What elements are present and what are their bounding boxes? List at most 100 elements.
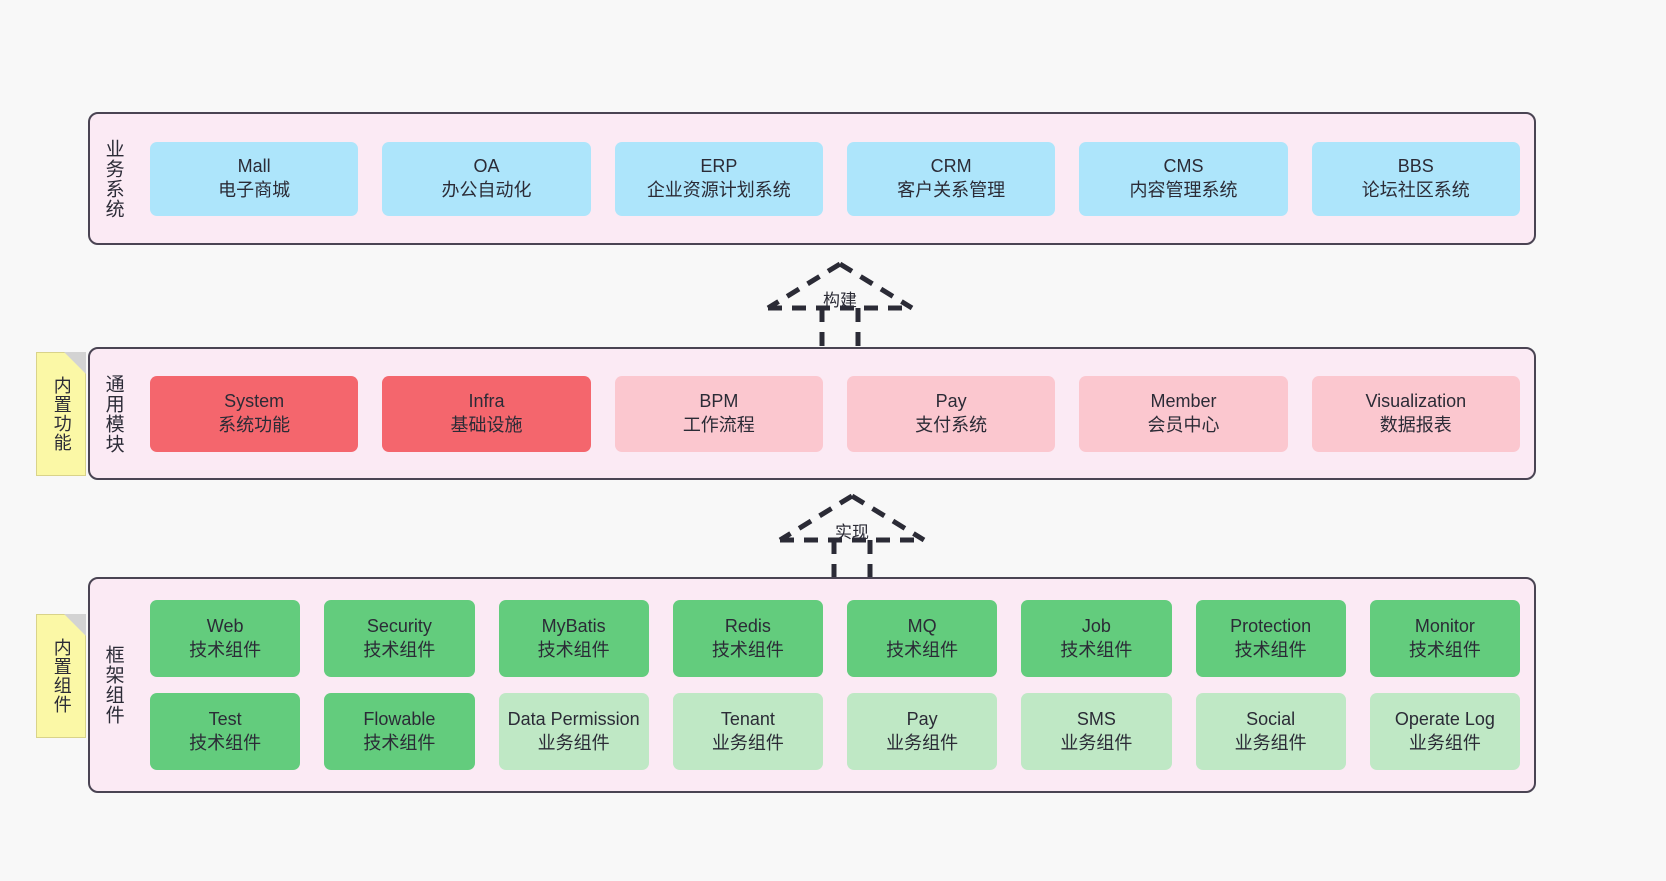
module-card-name: Job bbox=[1081, 615, 1111, 636]
module-card-subtitle: 业务组件 bbox=[1234, 732, 1307, 753]
module-card-name: Tenant bbox=[720, 708, 775, 729]
module-card-subtitle: 技术组件 bbox=[1060, 639, 1133, 660]
layer-body-business-systems: Mall 电子商城 OA 办公自动化 ERP 企业资源计划系统 CRM 客户关系… bbox=[136, 114, 1534, 243]
module-card-subtitle: 技术组件 bbox=[1408, 639, 1481, 660]
module-card-subtitle: 技术组件 bbox=[189, 732, 262, 753]
layer-body-common-modules: System 系统功能 Infra 基础设施 BPM 工作流程 Pay 支付系统… bbox=[136, 349, 1534, 478]
cell-row: Test 技术组件 Flowable 技术组件 Data Permission … bbox=[150, 693, 1520, 770]
module-card-subtitle: 基础设施 bbox=[450, 414, 523, 435]
sticky-note-label: 内置功能 bbox=[51, 376, 72, 452]
sticky-note-builtin-features: 内置功能 bbox=[36, 352, 86, 476]
module-card-subtitle: 会员中心 bbox=[1147, 414, 1220, 435]
module-card-protection[interactable]: Protection 技术组件 bbox=[1195, 600, 1346, 677]
module-card-sms[interactable]: SMS 业务组件 bbox=[1021, 693, 1172, 770]
module-card-name: Operate Log bbox=[1394, 708, 1495, 729]
module-card-name: BBS bbox=[1397, 155, 1434, 176]
module-card-visualization[interactable]: Visualization 数据报表 bbox=[1311, 375, 1520, 452]
module-card-name: Redis bbox=[724, 615, 771, 636]
layer-business-systems: 业务系统 Mall 电子商城 OA 办公自动化 ERP 企业资源计划系统 CRM… bbox=[88, 112, 1536, 245]
layer-title-common-modules: 通用模块 bbox=[102, 373, 124, 454]
cell-row: System 系统功能 Infra 基础设施 BPM 工作流程 Pay 支付系统… bbox=[150, 375, 1520, 452]
sticky-note-builtin-components: 内置组件 bbox=[36, 614, 86, 738]
module-card-operate-log[interactable]: Operate Log 业务组件 bbox=[1369, 693, 1520, 770]
module-card-name: Flowable bbox=[363, 708, 436, 729]
module-card-name: Data Permission bbox=[507, 708, 640, 729]
module-card-redis[interactable]: Redis 技术组件 bbox=[672, 600, 823, 677]
module-card-name: SMS bbox=[1076, 708, 1116, 729]
module-card-pay-business[interactable]: Pay 业务组件 bbox=[847, 693, 998, 770]
module-card-test[interactable]: Test 技术组件 bbox=[150, 693, 301, 770]
module-card-subtitle: 技术组件 bbox=[886, 639, 959, 660]
module-card-data-permission[interactable]: Data Permission 业务组件 bbox=[498, 693, 649, 770]
module-card-subtitle: 技术组件 bbox=[189, 639, 262, 660]
relation-arrow-build: 构建 bbox=[760, 258, 920, 355]
cell-row: Mall 电子商城 OA 办公自动化 ERP 企业资源计划系统 CRM 客户关系… bbox=[150, 141, 1520, 216]
relation-arrow-label: 构建 bbox=[823, 291, 857, 310]
module-card-subtitle: 数据报表 bbox=[1379, 414, 1452, 435]
module-card-subtitle: 论坛社区系统 bbox=[1361, 179, 1470, 200]
module-card-subtitle: 业务组件 bbox=[1060, 732, 1133, 753]
module-card-mybatis[interactable]: MyBatis 技术组件 bbox=[498, 600, 649, 677]
module-card-subtitle: 技术组件 bbox=[363, 732, 436, 753]
module-card-subtitle: 电子商城 bbox=[218, 179, 291, 200]
module-card-subtitle: 工作流程 bbox=[682, 414, 755, 435]
module-card-name: BPM bbox=[699, 390, 739, 411]
module-card-subtitle: 企业资源计划系统 bbox=[646, 179, 791, 200]
module-card-subtitle: 业务组件 bbox=[537, 732, 610, 753]
sticky-note-label: 内置组件 bbox=[51, 638, 72, 714]
module-card-name: CRM bbox=[930, 155, 972, 176]
module-card-subtitle: 业务组件 bbox=[886, 732, 959, 753]
module-card-name: Pay bbox=[935, 390, 967, 411]
module-card-flowable[interactable]: Flowable 技术组件 bbox=[324, 693, 475, 770]
module-card-member[interactable]: Member 会员中心 bbox=[1079, 375, 1288, 452]
module-card-name: Pay bbox=[906, 708, 938, 729]
module-card-cms[interactable]: CMS 内容管理系统 bbox=[1079, 141, 1288, 216]
module-card-social[interactable]: Social 业务组件 bbox=[1195, 693, 1346, 770]
module-card-subtitle: 系统功能 bbox=[218, 414, 291, 435]
module-card-mq[interactable]: MQ 技术组件 bbox=[847, 600, 998, 677]
module-card-subtitle: 客户关系管理 bbox=[897, 179, 1006, 200]
module-card-subtitle: 内容管理系统 bbox=[1129, 179, 1238, 200]
module-card-name: Test bbox=[208, 708, 242, 729]
layer-title-business-systems: 业务系统 bbox=[102, 138, 124, 219]
module-card-tenant[interactable]: Tenant 业务组件 bbox=[672, 693, 823, 770]
module-card-name: Web bbox=[206, 615, 244, 636]
module-card-monitor[interactable]: Monitor 技术组件 bbox=[1369, 600, 1520, 677]
cell-row: Web 技术组件 Security 技术组件 MyBatis 技术组件 Redi… bbox=[150, 600, 1520, 677]
module-card-name: Mall bbox=[237, 155, 271, 176]
module-card-erp[interactable]: ERP 企业资源计划系统 bbox=[614, 141, 823, 216]
module-card-subtitle: 技术组件 bbox=[711, 639, 784, 660]
module-card-subtitle: 技术组件 bbox=[1234, 639, 1307, 660]
module-card-name: Infra bbox=[468, 390, 505, 411]
module-card-subtitle: 业务组件 bbox=[1408, 732, 1481, 753]
module-card-name: MQ bbox=[907, 615, 937, 636]
module-card-name: Security bbox=[366, 615, 432, 636]
module-card-name: Monitor bbox=[1414, 615, 1475, 636]
module-card-subtitle: 支付系统 bbox=[915, 414, 988, 435]
module-card-mall[interactable]: Mall 电子商城 bbox=[150, 141, 359, 216]
module-card-name: Visualization bbox=[1365, 390, 1467, 411]
module-card-bpm[interactable]: BPM 工作流程 bbox=[614, 375, 823, 452]
module-card-name: ERP bbox=[700, 155, 738, 176]
layer-body-framework-components: Web 技术组件 Security 技术组件 MyBatis 技术组件 Redi… bbox=[136, 579, 1534, 791]
module-card-name: CMS bbox=[1163, 155, 1204, 176]
module-card-bbs[interactable]: BBS 论坛社区系统 bbox=[1311, 141, 1520, 216]
module-card-web[interactable]: Web 技术组件 bbox=[150, 600, 301, 677]
module-card-infra[interactable]: Infra 基础设施 bbox=[382, 375, 591, 452]
module-card-name: System bbox=[224, 390, 285, 411]
module-card-name: OA bbox=[473, 155, 500, 176]
module-card-system[interactable]: System 系统功能 bbox=[150, 375, 359, 452]
module-card-job[interactable]: Job 技术组件 bbox=[1021, 600, 1172, 677]
module-card-subtitle: 业务组件 bbox=[711, 732, 784, 753]
module-card-subtitle: 技术组件 bbox=[363, 639, 436, 660]
module-card-pay[interactable]: Pay 支付系统 bbox=[846, 375, 1056, 452]
relation-arrow-realize: 实现 bbox=[772, 490, 932, 587]
layer-title-framework-components: 框架组件 bbox=[102, 645, 124, 725]
module-card-name: Protection bbox=[1230, 615, 1312, 636]
module-card-subtitle: 办公自动化 bbox=[441, 179, 532, 200]
relation-arrow-label: 实现 bbox=[835, 523, 869, 542]
module-card-security[interactable]: Security 技术组件 bbox=[324, 600, 475, 677]
module-card-oa[interactable]: OA 办公自动化 bbox=[382, 141, 591, 216]
module-card-crm[interactable]: CRM 客户关系管理 bbox=[846, 141, 1056, 216]
